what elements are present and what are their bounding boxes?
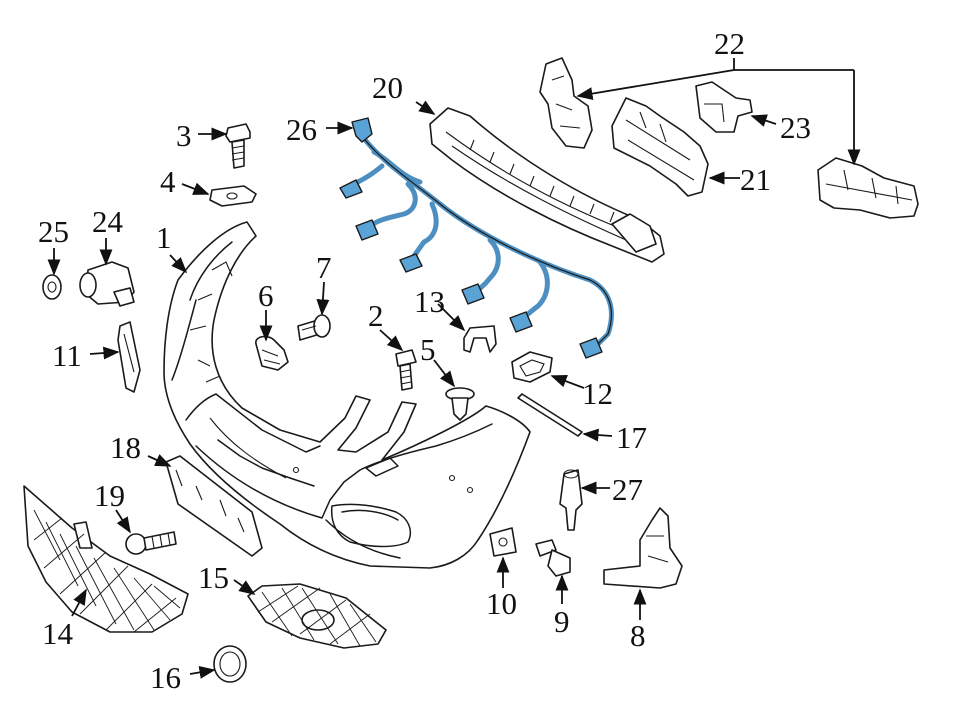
- bracket-18: [165, 455, 263, 557]
- bracket-22-right: [817, 157, 919, 219]
- callout-18: 18: [110, 430, 141, 465]
- callout-9: 9: [554, 604, 570, 639]
- guide-12: [511, 351, 553, 383]
- wire-harness-26: [339, 117, 614, 359]
- bracket-21: [611, 97, 709, 197]
- callout-6: 6: [258, 278, 274, 313]
- callout-27: 27: [612, 472, 643, 507]
- grille-14: [23, 485, 189, 633]
- callout-22: 22: [714, 26, 745, 61]
- push-clip-5: [445, 387, 475, 421]
- callout-21: 21: [740, 162, 771, 197]
- callout-8: 8: [630, 618, 646, 653]
- callout-19: 19: [94, 478, 125, 513]
- ring-16: [213, 645, 247, 683]
- callout-13: 13: [414, 284, 445, 319]
- callout-2: 2: [368, 298, 384, 333]
- leader-lines: [47, 58, 861, 679]
- callout-4: 4: [160, 164, 176, 199]
- bumper-cover: [163, 221, 531, 569]
- bolt-9: [535, 539, 571, 577]
- callout-1: 1: [156, 220, 172, 255]
- bracket-13: [463, 325, 497, 353]
- bolt-2: [395, 349, 417, 391]
- energy-absorber-20: [429, 107, 665, 263]
- callout-14: 14: [42, 616, 74, 651]
- fog-grille-15: [247, 583, 387, 649]
- callout-26: 26: [286, 112, 317, 147]
- callout-25: 25: [38, 214, 69, 249]
- trim-11: [117, 321, 141, 393]
- callout-3: 3: [176, 118, 192, 153]
- bolt-19: [125, 531, 177, 555]
- callout-5: 5: [420, 332, 436, 367]
- callout-labels: 1 2 3 4 5 6 7 8 9 10 11 12 13 14 15 16 1…: [38, 26, 811, 695]
- bolt-3: [225, 123, 251, 169]
- callout-16: 16: [150, 660, 181, 695]
- callout-20: 20: [372, 70, 403, 105]
- bracket-22-left: [539, 57, 593, 149]
- callout-11: 11: [52, 338, 82, 373]
- callout-24: 24: [92, 204, 124, 239]
- bracket-23: [695, 81, 753, 133]
- bracket-8: [603, 507, 683, 589]
- nut-10: [489, 527, 517, 557]
- callout-12: 12: [582, 376, 613, 411]
- stud-27: [559, 469, 583, 531]
- clip-7: [297, 314, 331, 341]
- callout-23: 23: [780, 110, 811, 145]
- callout-15: 15: [198, 560, 229, 595]
- callout-7: 7: [316, 250, 332, 285]
- callout-10: 10: [486, 586, 517, 621]
- strip-17: [517, 393, 583, 437]
- sensor-holder-6: [255, 335, 289, 371]
- washer-25: [42, 274, 62, 300]
- bracket-4: [209, 185, 257, 207]
- callout-17: 17: [616, 420, 647, 455]
- park-sensor-24: [79, 261, 135, 307]
